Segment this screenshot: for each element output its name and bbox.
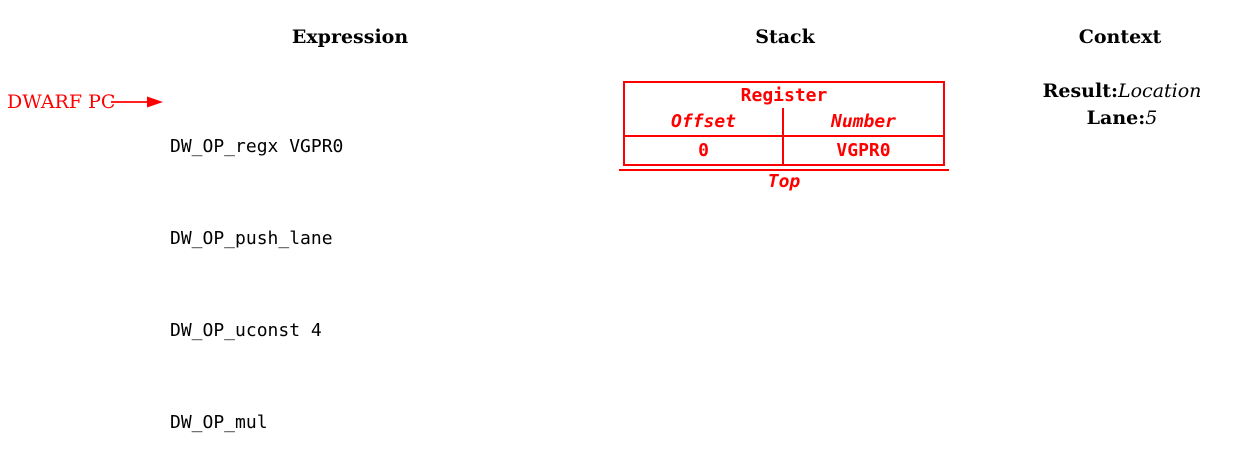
context-lane-line: Lane:5	[1087, 106, 1158, 130]
stack-top-divider	[619, 169, 949, 171]
stack-offset-header: Offset	[625, 108, 782, 137]
stack-offset-value: 0	[698, 140, 709, 161]
expression-op-list: DW_OP_regx VGPR0 DW_OP_push_lane DW_OP_u…	[170, 71, 343, 468]
context-result-line: Result:Location	[1043, 79, 1202, 103]
expression-op: DW_OP_uconst 4	[170, 319, 322, 341]
stack-column-title: Stack	[755, 26, 815, 48]
stack-entry-type-label: Register	[740, 85, 828, 106]
dwarf-pc-arrow-icon	[111, 96, 163, 108]
context-lane-value: 5	[1145, 107, 1158, 129]
expression-op: DW_OP_regx VGPR0	[170, 136, 344, 158]
expression-op: DW_OP_push_lane	[170, 227, 333, 249]
context-lane-label: Lane:	[1086, 107, 1146, 129]
context-column-title: Context	[1078, 26, 1162, 48]
stack-number-value: VGPR0	[836, 140, 891, 161]
expression-op: DW_OP_mul	[170, 411, 268, 433]
context-result-label: Result:	[1042, 80, 1118, 102]
dwarf-pc-label: DWARF PC	[7, 91, 116, 113]
context-result-value: Location	[1117, 80, 1202, 102]
stack-top-label: Top	[767, 171, 801, 192]
stack-number-header: Number	[784, 108, 943, 137]
stack-register-entry: Register Offset 0 Number VGPR0	[623, 81, 945, 166]
expression-column-title: Expression	[291, 26, 409, 48]
